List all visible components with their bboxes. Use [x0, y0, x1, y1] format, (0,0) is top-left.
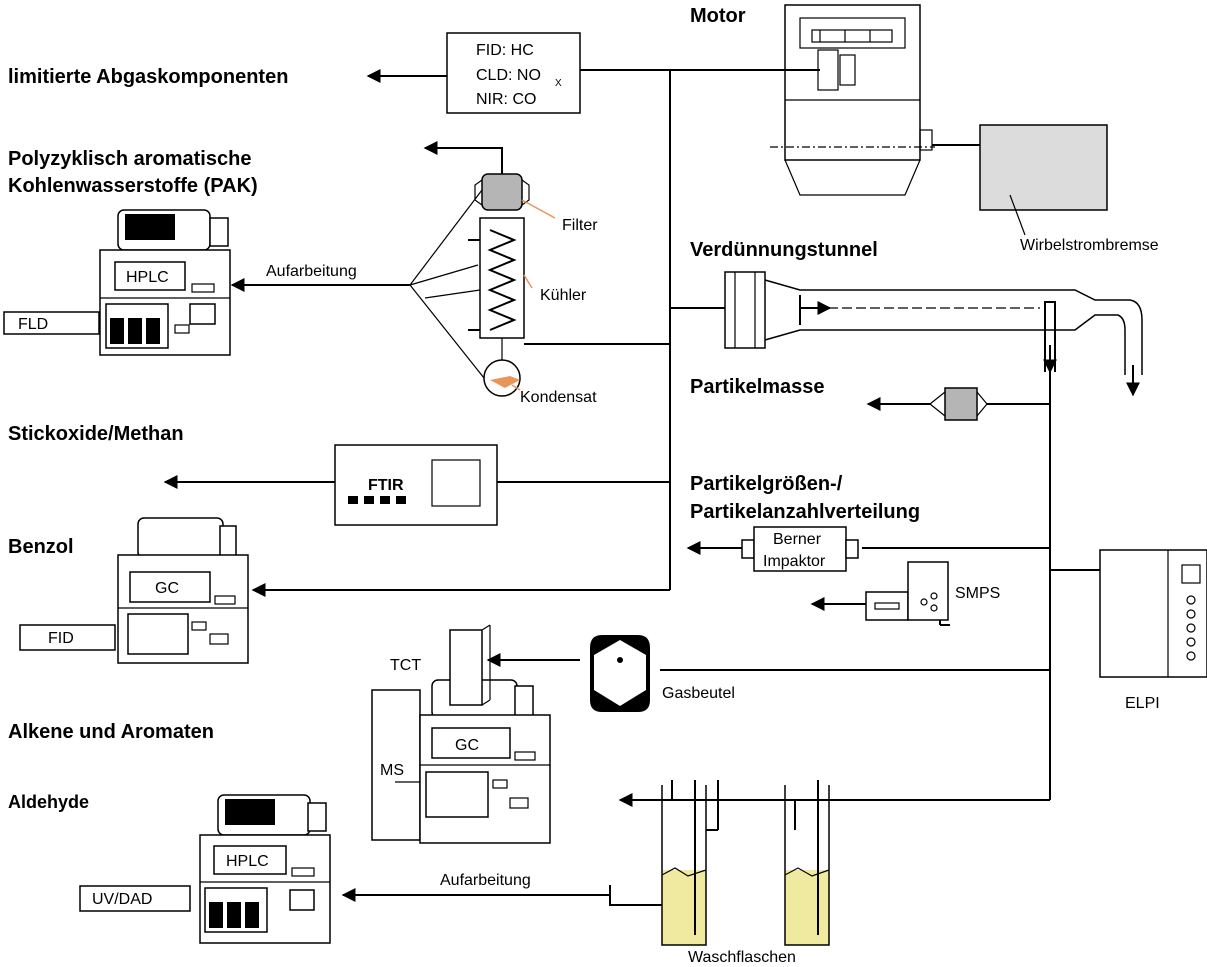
- hplc-instrument-bottom: HPLC UV/DAD: [79, 794, 331, 944]
- gc-label-benzol: GC: [155, 580, 179, 597]
- heading-benzol: Benzol: [8, 536, 74, 558]
- heading-groessen-line1: Partikelgrößen-/: [690, 473, 843, 495]
- particle-filter: [929, 387, 988, 421]
- label-aufarbeitung-bottom: Aufarbeitung: [440, 872, 531, 889]
- berner-line1: Berner: [773, 531, 822, 548]
- heading-stickoxide: Stickoxide/Methan: [8, 423, 184, 445]
- heading-motor: Motor: [690, 5, 746, 27]
- label-elpi: ELPI: [1125, 695, 1160, 712]
- output-arrows: [163, 69, 930, 902]
- dilution-tunnel: [724, 271, 1143, 397]
- elpi-instrument: ELPI: [1099, 549, 1207, 712]
- label-wirbelstrombremse: Wirbelstrombremse: [1020, 237, 1159, 254]
- hplc-instrument-top: HPLC FLD: [3, 209, 231, 356]
- label-smps: SMPS: [955, 585, 1000, 602]
- analyzer-cld-sub: X: [555, 78, 562, 89]
- analyzer-nir: NIR: CO: [476, 91, 536, 108]
- label-gasbeutel: Gasbeutel: [662, 685, 735, 702]
- label-kuehler: Kühler: [540, 287, 587, 304]
- heading-alkene: Alkene und Aromaten: [8, 721, 214, 743]
- heading-limitierte: limitierte Abgaskomponenten: [8, 66, 288, 88]
- wash-bottles: Waschflaschen: [609, 780, 830, 966]
- pak-sampling-train: Filter Kühler Kondensat: [409, 141, 598, 406]
- motor-drawing: [770, 4, 980, 196]
- hplc-label-top: HPLC: [126, 269, 169, 286]
- label-filter: Filter: [562, 217, 598, 234]
- brake-leader-line: [1009, 194, 1026, 236]
- ms-label: MS: [380, 762, 404, 779]
- gc-instrument-benzol: GC FID: [19, 517, 249, 664]
- gas-bag: Gasbeutel: [590, 635, 735, 712]
- gc-label-alkene: GC: [455, 737, 479, 754]
- label-aufarbeitung-top: Aufarbeitung: [266, 263, 357, 280]
- smps-instrument: SMPS: [865, 561, 1000, 621]
- uvdad-label: UV/DAD: [92, 891, 152, 908]
- heading-groessen-line2: Partikelanzahlverteilung: [690, 501, 920, 523]
- fid-label: FID: [48, 630, 74, 647]
- ftir-instrument: FTIR: [334, 444, 498, 526]
- gcms-instrument: MS GC TCT: [371, 624, 551, 844]
- label-waschflaschen: Waschflaschen: [688, 949, 796, 966]
- hplc-label-bottom: HPLC: [226, 853, 269, 870]
- fld-label: FLD: [18, 316, 48, 333]
- berner-line2: Impaktor: [763, 553, 826, 570]
- eddy-current-brake: [979, 124, 1108, 211]
- heading-pak-line2: Kohlenwasserstoffe (PAK): [8, 175, 258, 197]
- heading-aldehyde: Aldehyde: [8, 792, 89, 812]
- label-ftir: FTIR: [368, 477, 404, 494]
- heading-verduennung: Verdünnungstunnel: [690, 239, 878, 261]
- analyzer-cld: CLD: NO: [476, 67, 541, 84]
- heading-pak-line1: Polyzyklisch aromatische: [8, 148, 251, 170]
- tct-label: TCT: [390, 657, 421, 674]
- heading-partikelmasse: Partikelmasse: [690, 376, 825, 398]
- exhaust-analyzer-box: FID: HC CLD: NO X NIR: CO: [446, 32, 581, 114]
- analyzer-fid: FID: HC: [476, 42, 534, 59]
- berner-impaktor: Berner Impaktor: [741, 526, 859, 572]
- label-kondensat: Kondensat: [520, 389, 597, 406]
